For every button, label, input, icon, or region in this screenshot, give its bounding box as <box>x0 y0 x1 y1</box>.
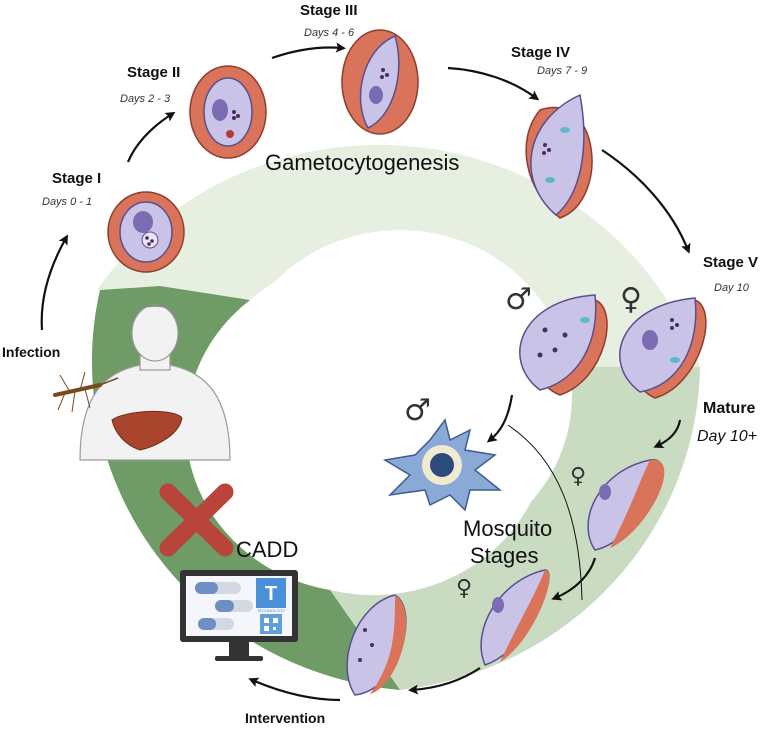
lifecycle-arrows <box>40 42 691 702</box>
stage-1-days: Days 0 - 1 <box>42 196 93 208</box>
stage-2-title: Stage II <box>127 64 181 81</box>
stage-3-days: Days 4 - 6 <box>304 27 355 39</box>
female-symbol-mosquito-1: ♀ <box>570 464 587 489</box>
arrow-stage-5-to-mature <box>653 419 682 449</box>
arrow-stage-3-to-stage-4 <box>447 66 540 101</box>
exflagellation-cell <box>382 418 503 512</box>
mature-days: Day 10+ <box>697 428 758 445</box>
stage-2-cell <box>189 65 267 159</box>
pill-icon <box>195 582 253 630</box>
mature-title: Mature <box>703 400 756 417</box>
arrow-male-to-exflagellation <box>486 394 514 443</box>
male-symbol-exflagellation: ♂ <box>404 393 431 428</box>
stage-3-cell <box>341 29 419 135</box>
mosquito-icon <box>53 371 119 413</box>
ring-segment-mosquito <box>330 367 700 690</box>
mosquito-stages-label-line2: Stages <box>470 543 539 568</box>
arrow-stage-1-to-stage-2 <box>126 111 176 163</box>
female-symbol-stage-5: ♀ <box>620 282 642 317</box>
mosquito-stage-cell-3 <box>346 594 407 696</box>
arrow-stage-4-to-stage-5 <box>601 149 691 254</box>
monitor-icon: T TECHNOLOGY <box>180 570 298 661</box>
stage-1-cell <box>107 191 185 273</box>
infection-label: Infection <box>2 344 61 360</box>
cadd-label: CADD <box>236 537 299 562</box>
mosquito-stages-label-line1: Mosquito <box>463 516 553 541</box>
gametocytogenesis-label: Gametocytogenesis <box>265 150 460 175</box>
arrow-stage-2-to-stage-3 <box>271 42 346 60</box>
stage-1-title: Stage I <box>52 170 102 187</box>
stage-4-days: Days 7 - 9 <box>537 65 588 77</box>
mosquito-stage-cell-1 <box>587 459 665 551</box>
intervention-label: Intervention <box>245 710 326 726</box>
thin-curve-mosquito <box>507 424 583 601</box>
technology-badge-letter: T <box>265 583 277 605</box>
stage-5-title: Stage V <box>703 254 759 271</box>
arrow-infection-to-stage-1 <box>40 234 68 331</box>
qr-code-icon <box>260 614 282 634</box>
liver-icon <box>111 410 183 451</box>
stage-3-title: Stage III <box>300 2 358 19</box>
stage-2-days: Days 2 - 3 <box>120 93 171 105</box>
stage-5-male-cell <box>519 294 608 396</box>
male-symbol-stage-5: ♂ <box>505 282 532 317</box>
arrow-mosquito-1-to-2 <box>551 557 597 601</box>
arrow-mosquito-2-to-3 <box>408 667 481 695</box>
technology-badge-text: TECHNOLOGY <box>257 608 285 613</box>
mosquito-stage-cell-2 <box>480 569 550 666</box>
stage-5-female-cell <box>619 297 707 399</box>
technology-badge <box>256 578 286 608</box>
stage-4-title: Stage IV <box>511 44 571 61</box>
female-symbol-mosquito-2: ♀ <box>456 576 473 601</box>
red-cross-icon <box>159 483 234 557</box>
stage-4-cell <box>525 93 593 219</box>
ring-hole <box>228 230 572 560</box>
stage-5-days: Day 10 <box>714 282 749 294</box>
arrow-to-intervention <box>248 677 341 702</box>
